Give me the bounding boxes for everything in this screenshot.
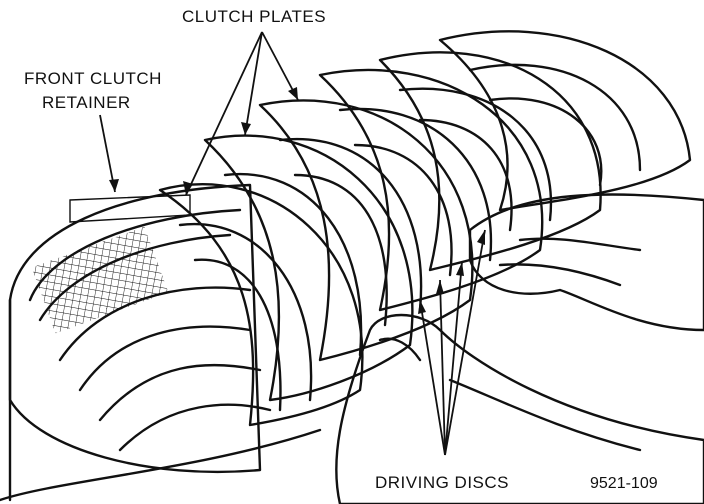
clutch-plate-stack <box>158 30 692 427</box>
driving-discs-leaders <box>418 229 486 456</box>
figure-number: 9521-109 <box>590 475 658 492</box>
label-front-clutch-retainer-line1: FRONT CLUTCH <box>24 69 162 88</box>
label-driving-discs: DRIVING DISCS <box>375 473 509 492</box>
technician-hands <box>335 193 704 504</box>
label-front-clutch-retainer-line2: RETAINER <box>42 93 131 112</box>
clutch-plates-leaders <box>183 31 299 196</box>
retainer-leader <box>99 114 119 193</box>
front-clutch-retainer <box>0 183 322 502</box>
label-clutch-plates: CLUTCH PLATES <box>182 7 326 26</box>
